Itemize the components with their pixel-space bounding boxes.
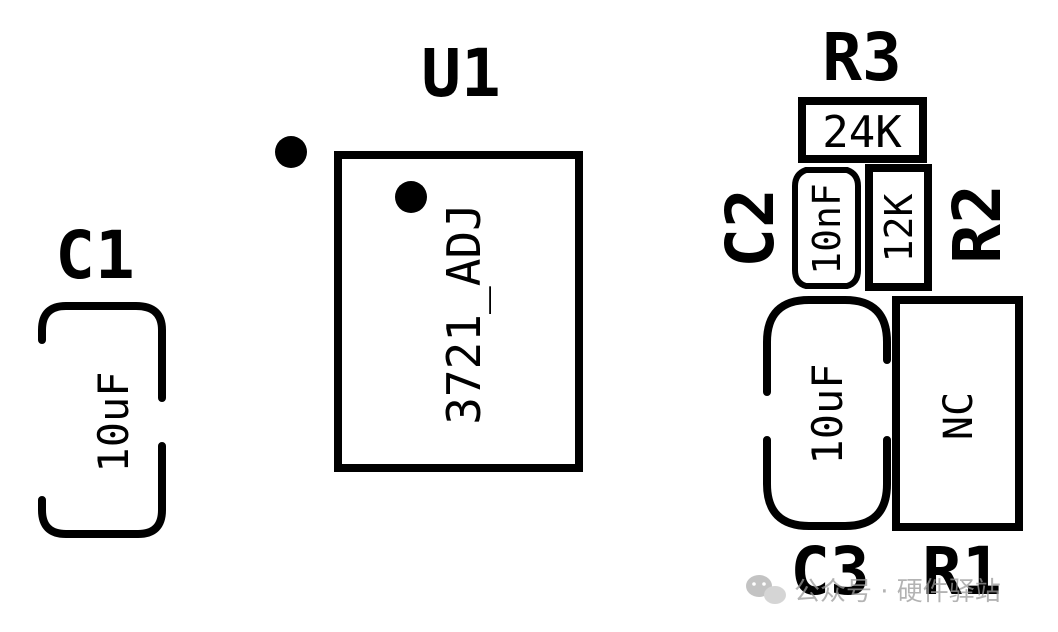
r2-reference: R2 <box>939 184 1016 263</box>
c1-reference: C1 <box>55 217 134 294</box>
c2-body-outline <box>792 167 861 289</box>
r2-body-outline <box>865 164 932 291</box>
c3-outline-bottom <box>763 436 891 530</box>
r3-body-outline <box>798 97 927 163</box>
c1-value: 10uF <box>89 371 138 472</box>
c2-reference: C2 <box>712 188 789 267</box>
c3-reference: C3 <box>790 533 869 610</box>
r1-reference: R1 <box>922 533 1001 610</box>
u1-pin1-dot-inner <box>395 181 427 213</box>
watermark-text: 公众号 · 硬件驿站 <box>794 577 1001 607</box>
c1-outline-bottom <box>38 442 166 538</box>
c3-value: 10uF <box>803 363 852 464</box>
r2-value: 12K <box>877 194 921 263</box>
c3-outline-top <box>763 296 891 396</box>
r3-reference: R3 <box>822 19 901 96</box>
wechat-icon <box>746 575 786 604</box>
r1-value: NC <box>936 392 982 440</box>
r3-component: R3 24K <box>798 19 927 163</box>
r2-component: 12K R2 <box>865 164 1016 291</box>
r1-body-outline <box>892 296 1023 531</box>
u1-reference: U1 <box>421 35 500 112</box>
r3-value: 24K <box>822 107 902 158</box>
c3-component: 10uF C3 <box>763 296 891 610</box>
u1-value: 3721_ADJ <box>437 203 491 425</box>
c2-component: C2 10nF <box>712 167 861 289</box>
u1-component: U1 3721_ADJ <box>275 35 583 472</box>
c1-outline-top <box>38 302 166 402</box>
watermark: 公众号 · 硬件驿站 <box>746 575 1001 607</box>
u1-body-outline <box>334 151 583 472</box>
u1-pin1-dot-outer <box>275 136 307 168</box>
c2-value: 10nF <box>805 183 849 275</box>
c1-component: C1 10uF <box>38 217 166 538</box>
r1-component: NC R1 <box>892 296 1023 610</box>
